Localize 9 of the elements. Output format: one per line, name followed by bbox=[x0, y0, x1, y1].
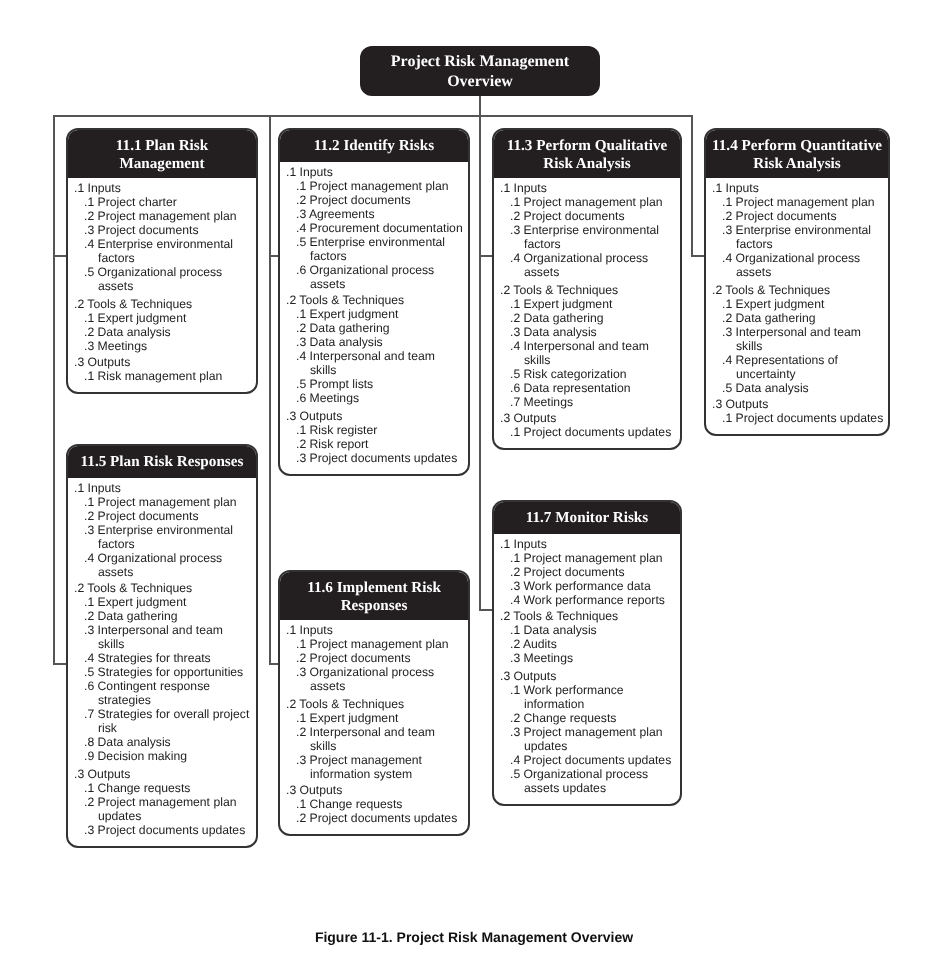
process-box bbox=[704, 128, 890, 437]
process-box bbox=[66, 128, 258, 395]
process-box bbox=[66, 444, 258, 848]
process-box bbox=[278, 570, 470, 837]
title-box: Project Risk Management Overview bbox=[360, 46, 600, 96]
connector-line bbox=[479, 95, 493, 611]
process-box bbox=[278, 128, 470, 476]
process-box bbox=[492, 128, 682, 451]
process-box bbox=[492, 500, 682, 806]
